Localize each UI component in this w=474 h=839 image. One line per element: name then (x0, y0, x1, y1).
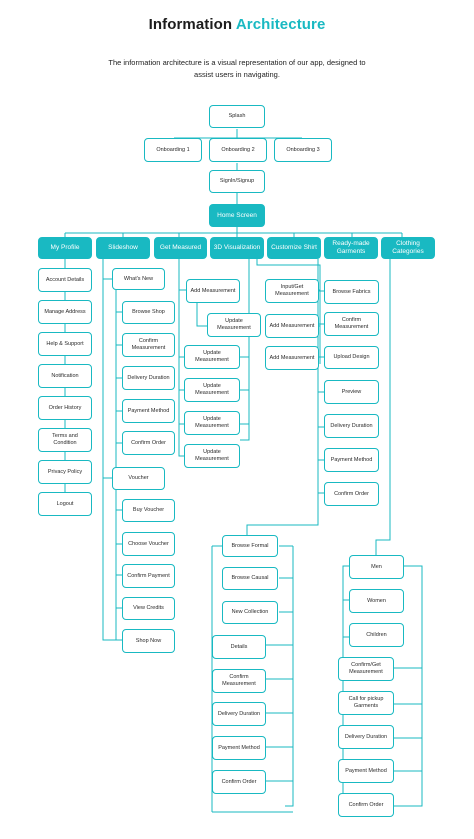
node-children: Children (349, 623, 404, 647)
node-whats-new: What's New (112, 268, 165, 290)
node-cat-ready-made-garments: Ready-made Garments (324, 237, 378, 259)
node-signin-signup: SignIn/Signup (209, 170, 265, 193)
node-cat-clothing-categories: Clothing Categories (381, 237, 435, 259)
node-splash: Splash (209, 105, 265, 128)
node-manage-address: Manage Address (38, 300, 92, 324)
node-browse-causal: Browse Causal (222, 567, 278, 590)
node-new-collection: New Collection (222, 601, 278, 624)
node-order-history: Order History (38, 396, 92, 420)
node-voucher: Voucher (112, 467, 165, 490)
title-accent: Architecture (235, 16, 326, 33)
node-input-get-measurement: Input/Get Measurement (265, 279, 319, 303)
node-home-screen: Home Screen (209, 204, 265, 227)
node-privacy-policy: Privacy Policy (38, 460, 92, 484)
node-shop-now: Shop Now (122, 629, 175, 653)
node-logout: Logout (38, 492, 92, 516)
node-browse-delivery-duration: Delivery Duration (212, 702, 266, 726)
node-browse-formal: Browse Formal (222, 535, 278, 557)
node-browse-fabrics: Browse Fabrics (324, 280, 379, 304)
node-slideshow-delivery-duration: Delivery Duration (122, 366, 175, 390)
node-customize-add-measurement-2: Add Measurement (265, 346, 319, 370)
node-update-measurement-5: Update Measurement (184, 444, 240, 468)
node-browse-shop: Browse Shop (122, 301, 175, 324)
node-cat-my-profile: My Profile (38, 237, 92, 259)
node-clothing-delivery-duration: Delivery Duration (338, 725, 394, 749)
title-main: Information (148, 16, 233, 33)
node-slideshow-confirm-measurement: Confirm Measurement (122, 333, 175, 357)
node-upload-design: Upload Design (324, 346, 379, 369)
node-cat-3d-visualization: 3D Visualization (210, 237, 264, 259)
node-update-measurement-3: Update Measurement (184, 378, 240, 402)
node-choose-voucher: Choose Voucher (122, 532, 175, 556)
node-add-measurement: Add Measurement (186, 279, 240, 303)
node-onboarding-2: Onboarding 2 (209, 138, 267, 162)
page-title: Information Architecture (0, 16, 474, 33)
node-cat-slideshow: Slideshow (96, 237, 150, 259)
node-browse-payment-method: Payment Method (212, 736, 266, 760)
node-onboarding-1: Onboarding 1 (144, 138, 202, 162)
node-account-details: Account Details (38, 268, 92, 292)
node-update-measurement-2: Update Measurement (184, 345, 240, 369)
node-ready-delivery-duration: Delivery Duration (324, 414, 379, 438)
node-cat-get-measured: Get Measured (154, 237, 207, 259)
node-buy-voucher: Buy Voucher (122, 499, 175, 522)
node-men: Men (349, 555, 404, 579)
node-slideshow-confirm-order: Confirm Order (122, 431, 175, 455)
node-confirm-payment: Confirm Payment (122, 564, 175, 588)
node-call-for-pickup-garments: Call for pickup Garments (338, 691, 394, 715)
node-confirm-get-measurement: Confirm/Get Measurement (338, 657, 394, 681)
node-browse-confirm-measurement: Confirm Measurement (212, 669, 266, 693)
node-view-credits: View Credits (122, 597, 175, 620)
node-preview: Preview (324, 380, 379, 404)
node-notification: Notification (38, 364, 92, 388)
node-terms-condition: Terms and Condition (38, 428, 92, 452)
node-clothing-confirm-order: Confirm Order (338, 793, 394, 817)
node-browse-confirm-order: Confirm Order (212, 770, 266, 794)
node-ready-confirm-order: Confirm Order (324, 482, 379, 506)
node-customize-add-measurement-1: Add Measurement (265, 314, 319, 338)
node-slideshow-payment-method: Payment Method (122, 399, 175, 423)
node-help-support: Help & Support (38, 332, 92, 356)
node-women: Women (349, 589, 404, 613)
node-update-measurement-1: Update Measurement (207, 313, 261, 337)
node-ready-payment-method: Payment Method (324, 448, 379, 472)
node-onboarding-3: Onboarding 3 (274, 138, 332, 162)
node-update-measurement-4: Update Measurement (184, 411, 240, 435)
node-cat-customize-shirt: Customize Shirt (267, 237, 321, 259)
node-details: Details (212, 635, 266, 659)
node-clothing-payment-method: Payment Method (338, 759, 394, 783)
node-ready-confirm-measurement: Confirm Measurement (324, 312, 379, 336)
page-subtitle: The information architecture is a visual… (108, 58, 366, 79)
